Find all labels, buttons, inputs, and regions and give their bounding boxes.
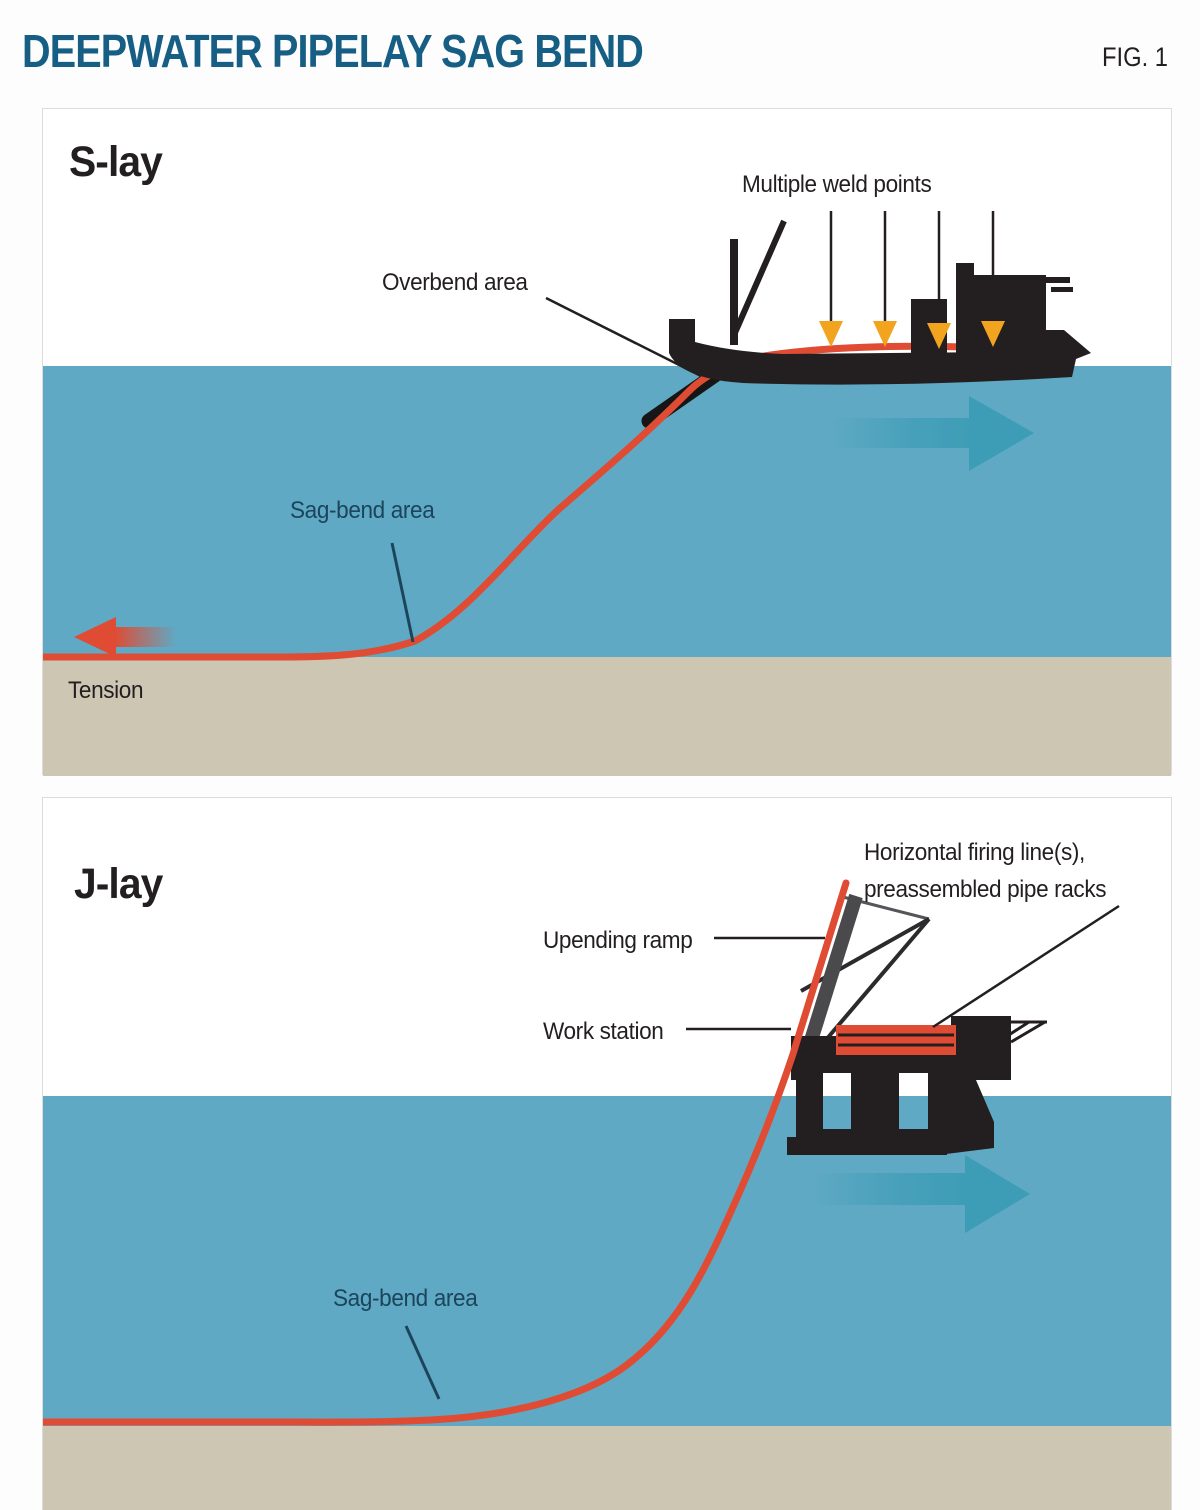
funnel-block	[956, 263, 974, 353]
sag-bend-leader-line	[390, 542, 415, 643]
figure-number-label: FIG. 1	[1102, 42, 1169, 72]
work-station-label: Work station	[543, 1018, 664, 1045]
hull-cutout	[899, 1073, 928, 1096]
weld-points-label: Multiple weld points	[742, 171, 932, 198]
j-lay-platform-icon	[787, 893, 1047, 1155]
pipeline-j-curve	[43, 879, 850, 1426]
current-arrow-icon	[811, 1155, 1030, 1233]
water-region	[43, 1096, 1171, 1426]
antenna-bar	[1051, 287, 1073, 292]
s-lay-heading: S-lay	[69, 138, 163, 186]
hull-cutout	[899, 1096, 928, 1129]
tension-arrow-icon	[74, 617, 176, 657]
lower-hull-bar	[787, 1137, 947, 1155]
weld-point-arrow-icon	[873, 321, 897, 347]
firing-line-label-line2: preassembled pipe racks	[864, 876, 1107, 904]
weld-point-arrow-icon	[927, 323, 951, 349]
stay-cable	[800, 917, 930, 993]
starboard-block	[951, 1016, 1011, 1080]
firing-line-leader-line	[932, 904, 1120, 1029]
overbend-label: Overbend area	[382, 269, 528, 296]
s-lay-drawing	[43, 211, 1091, 661]
derrick-truss	[1000, 1020, 1030, 1042]
pipe-rack	[836, 1025, 956, 1055]
hull-cutout	[823, 1073, 851, 1096]
tension-label: Tension	[68, 677, 144, 704]
firing-line-label-line1: Horizontal firing line(s),	[864, 839, 1085, 866]
seabed-region	[43, 657, 1171, 776]
bridge-block	[973, 275, 1046, 353]
firing-line-label: Horizontal firing line(s), preassembled …	[864, 834, 1122, 908]
seabed-region	[43, 1426, 1171, 1510]
overbend-leader-line	[545, 296, 702, 378]
weld-point-arrow-icon	[981, 321, 1005, 347]
s-lay-vessel-icon	[669, 219, 1091, 385]
pipeline-s-curve	[43, 342, 1005, 661]
weld-point-arrow-icon	[819, 321, 843, 347]
weld-point-pointers	[819, 211, 1005, 349]
derrick-truss	[1010, 1020, 1046, 1044]
hull-cutout	[823, 1096, 851, 1129]
j-lay-drawing	[43, 879, 1120, 1426]
sag-bend-label-jlay: Sag-bend area	[333, 1285, 478, 1312]
j-lay-heading: J-lay	[74, 860, 163, 908]
sag-bend-leader-line	[404, 1325, 441, 1400]
starboard-slope	[946, 1080, 994, 1154]
antenna-bar	[1044, 277, 1070, 283]
mast	[730, 239, 738, 345]
current-arrow-icon	[831, 396, 1034, 471]
upending-ramp-shape	[802, 893, 863, 1050]
page-title: DEEPWATER PIPELAY SAG BEND	[22, 25, 644, 77]
s-lay-panel	[42, 108, 1172, 776]
j-lay-panel	[42, 797, 1172, 1510]
upending-ramp-label: Upending ramp	[543, 927, 693, 954]
crane-boom	[731, 219, 787, 337]
sag-bend-label-slay: Sag-bend area	[290, 497, 435, 524]
